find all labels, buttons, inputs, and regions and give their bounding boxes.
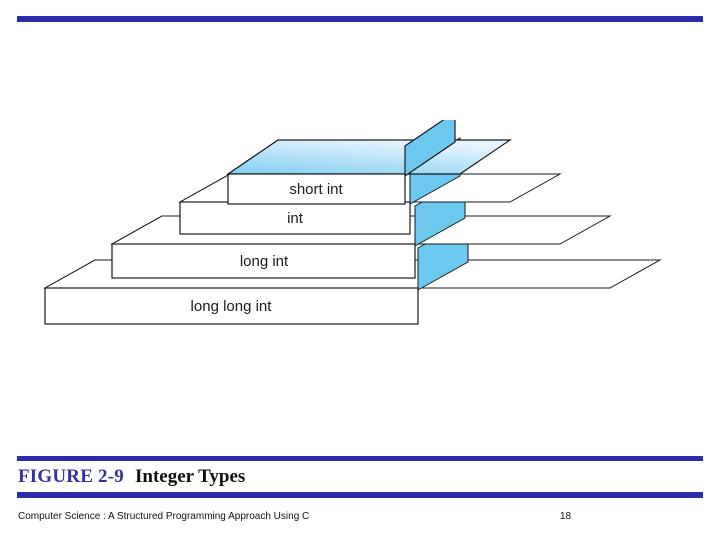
- slab-front-face: [44, 287, 419, 325]
- slab-front-face: [227, 173, 406, 205]
- figure-title: Integer Types: [134, 466, 246, 487]
- slab-front-face: [179, 201, 411, 235]
- caption-rule-top: [17, 456, 703, 461]
- slab-label-long-int: long int: [240, 253, 289, 270]
- integer-types-figure: long long int long int int: [0, 120, 720, 350]
- edge-line: [227, 139, 279, 175]
- step-edge-guides: [44, 139, 279, 289]
- footer-page-number: 18: [560, 511, 572, 522]
- edge-line: [179, 173, 231, 203]
- edge-line: [44, 259, 96, 289]
- slab-side-face: [404, 120, 456, 178]
- figure-number: FIGURE 2-9: [18, 466, 124, 487]
- top-rule: [17, 16, 703, 22]
- slab-label-short-int: short int: [289, 181, 343, 198]
- caption-rule-bottom: [17, 492, 703, 498]
- slab-label-long-long-int: long long int: [191, 298, 273, 315]
- figure-caption: FIGURE 2-9 Integer Types: [18, 462, 245, 492]
- edge-line: [111, 215, 163, 245]
- slab-short-int: short int: [226, 120, 512, 205]
- slab-front-face: [111, 243, 416, 279]
- footer-book-title: Computer Science : A Structured Programm…: [18, 511, 310, 522]
- slab-label-int: int: [287, 210, 304, 227]
